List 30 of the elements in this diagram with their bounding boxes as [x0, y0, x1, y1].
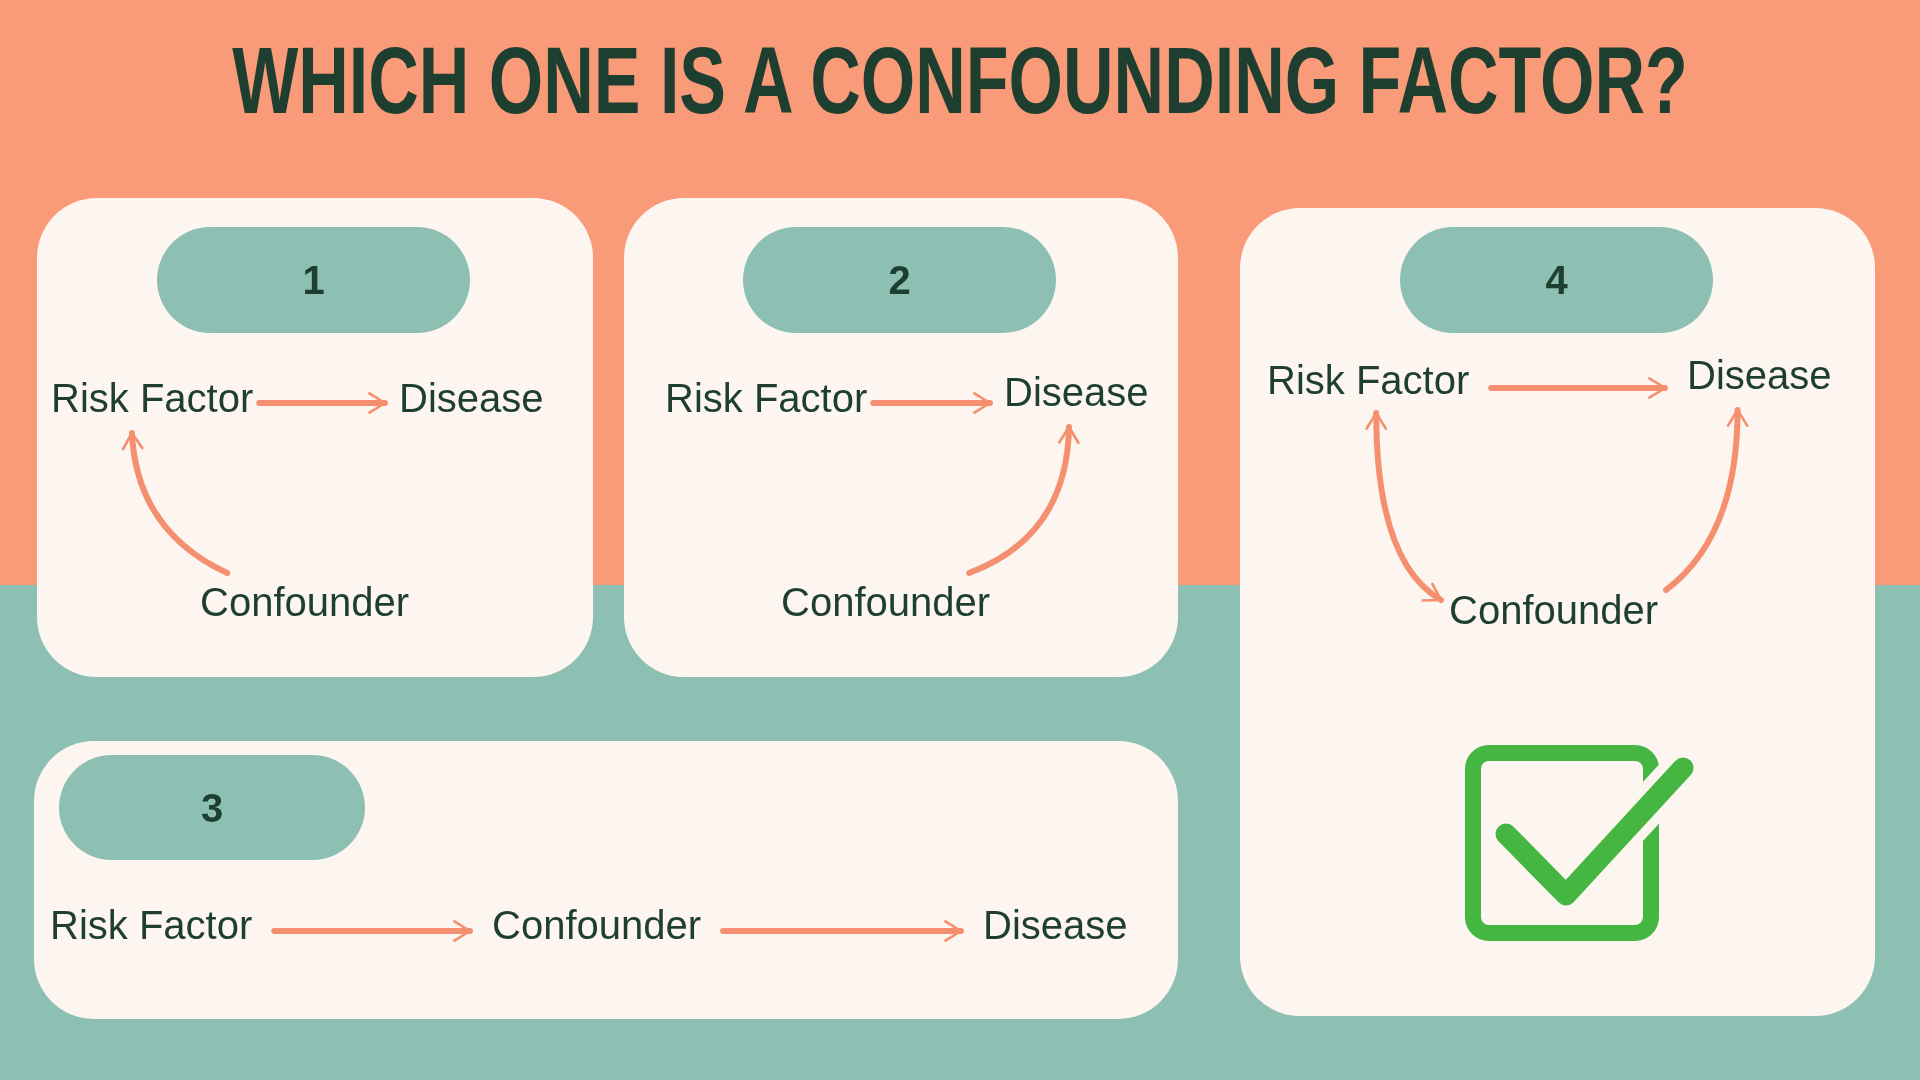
term-label: Disease: [1004, 367, 1149, 417]
term-label: Disease: [1687, 350, 1832, 400]
panel-card: [624, 198, 1178, 677]
curved-arrow: [966, 424, 1080, 576]
term-label: Risk Factor: [665, 373, 868, 423]
term-label: Confounder: [492, 900, 702, 950]
term-label: Disease: [983, 900, 1128, 950]
curved-arrow: [1663, 407, 1749, 593]
arrow: [271, 920, 473, 942]
number-pill: 2: [743, 227, 1056, 333]
curved-arrow: [122, 430, 231, 576]
term-label: Risk Factor: [50, 900, 253, 950]
term-label: Confounder: [200, 577, 410, 627]
panel-card: [1240, 208, 1875, 1016]
term-label: Confounder: [1449, 585, 1659, 635]
panel-card: [34, 741, 1178, 1019]
arrow: [720, 920, 964, 942]
number-pill: 4: [1400, 227, 1713, 333]
title: WHICH ONE IS A CONFOUNDING FACTOR?: [232, 33, 1688, 129]
arrow: [256, 392, 388, 414]
number-pill: 3: [59, 755, 365, 860]
term-label: Confounder: [781, 577, 991, 627]
arrow: [870, 392, 993, 414]
term-label: Disease: [399, 373, 544, 423]
curved-arrow: [1365, 410, 1444, 603]
panel-card: [37, 198, 593, 677]
number-pill: 1: [157, 227, 470, 333]
arrow: [1488, 377, 1668, 399]
term-label: Risk Factor: [51, 373, 254, 423]
term-label: Risk Factor: [1267, 355, 1470, 405]
